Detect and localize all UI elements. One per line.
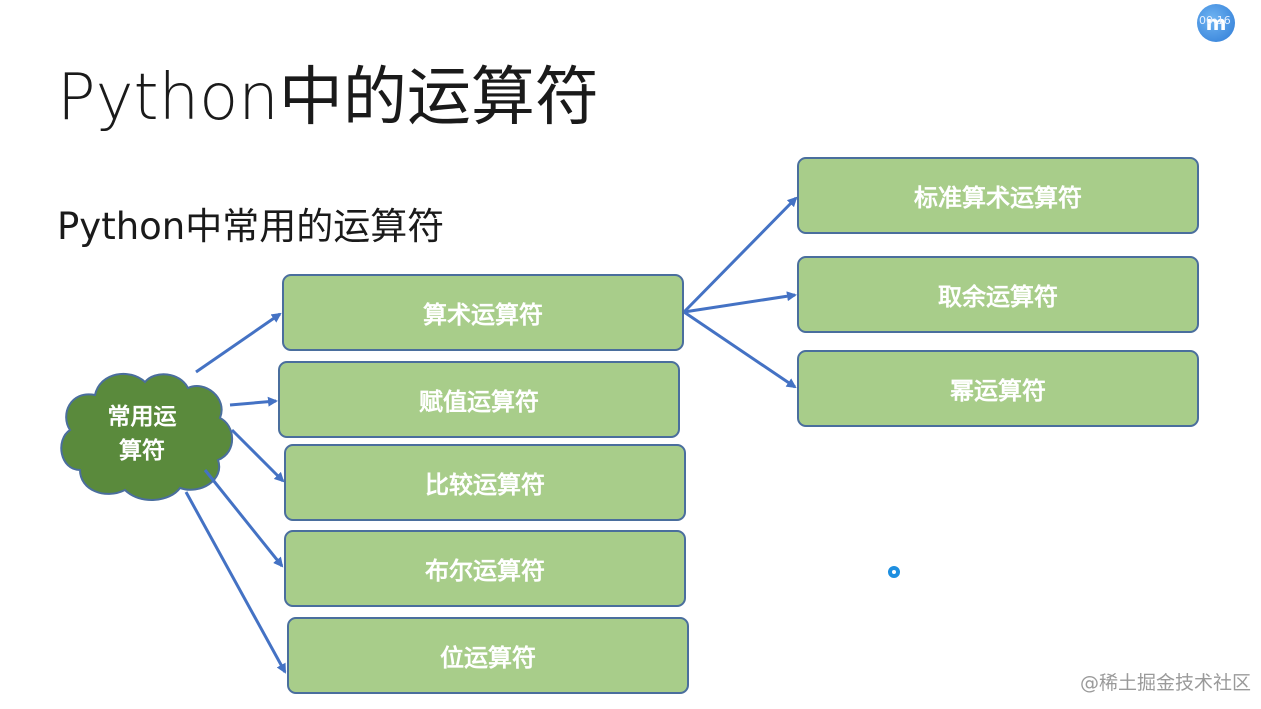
slide-title: Python中的运算符 [57,61,599,135]
arrow-to-standard-arithmetic [682,196,798,314]
player-logo-icon: m 00:16 [1197,4,1235,42]
playback-time: 00:16 [1199,14,1231,27]
box-label: 赋值运算符 [419,388,539,416]
root-cloud-label: 常用运 算符 [88,400,196,468]
root-label-line2: 算符 [119,438,165,464]
box-label: 标准算术运算符 [914,184,1082,212]
logo-letter: m [1205,11,1227,35]
arrow-to-assignment [229,396,278,407]
box-boolean: 布尔运算符 [284,530,686,607]
arrow-to-modulo [683,291,797,314]
box-comparison: 比较运算符 [284,444,686,521]
box-label: 取余运算符 [938,283,1058,311]
box-label: 比较运算符 [425,471,545,499]
box-modulo: 取余运算符 [797,256,1199,333]
box-label: 算术运算符 [423,301,543,329]
box-label: 幂运算符 [950,377,1046,405]
root-cloud-shape [60,373,234,501]
slide-subtitle: Python中常用的运算符 [57,205,445,248]
cursor-icon [888,566,900,578]
box-assignment: 赋值运算符 [278,361,680,438]
box-standard-arithmetic: 标准算术运算符 [797,157,1199,234]
box-bitwise: 位运算符 [287,617,689,694]
arrow-to-bitwise [184,491,287,674]
arrow-to-arithmetic [195,312,282,374]
box-label: 布尔运算符 [425,557,545,585]
arrow-to-boolean [203,469,284,568]
arrow-to-power [683,310,797,389]
box-arithmetic: 算术运算符 [282,274,684,351]
watermark: @稀土掘金技术社区 [1080,672,1252,694]
arrow-to-comparison [230,428,285,483]
root-label-line1: 常用运 [107,404,177,430]
box-label: 位运算符 [440,644,536,672]
box-power: 幂运算符 [797,350,1199,427]
